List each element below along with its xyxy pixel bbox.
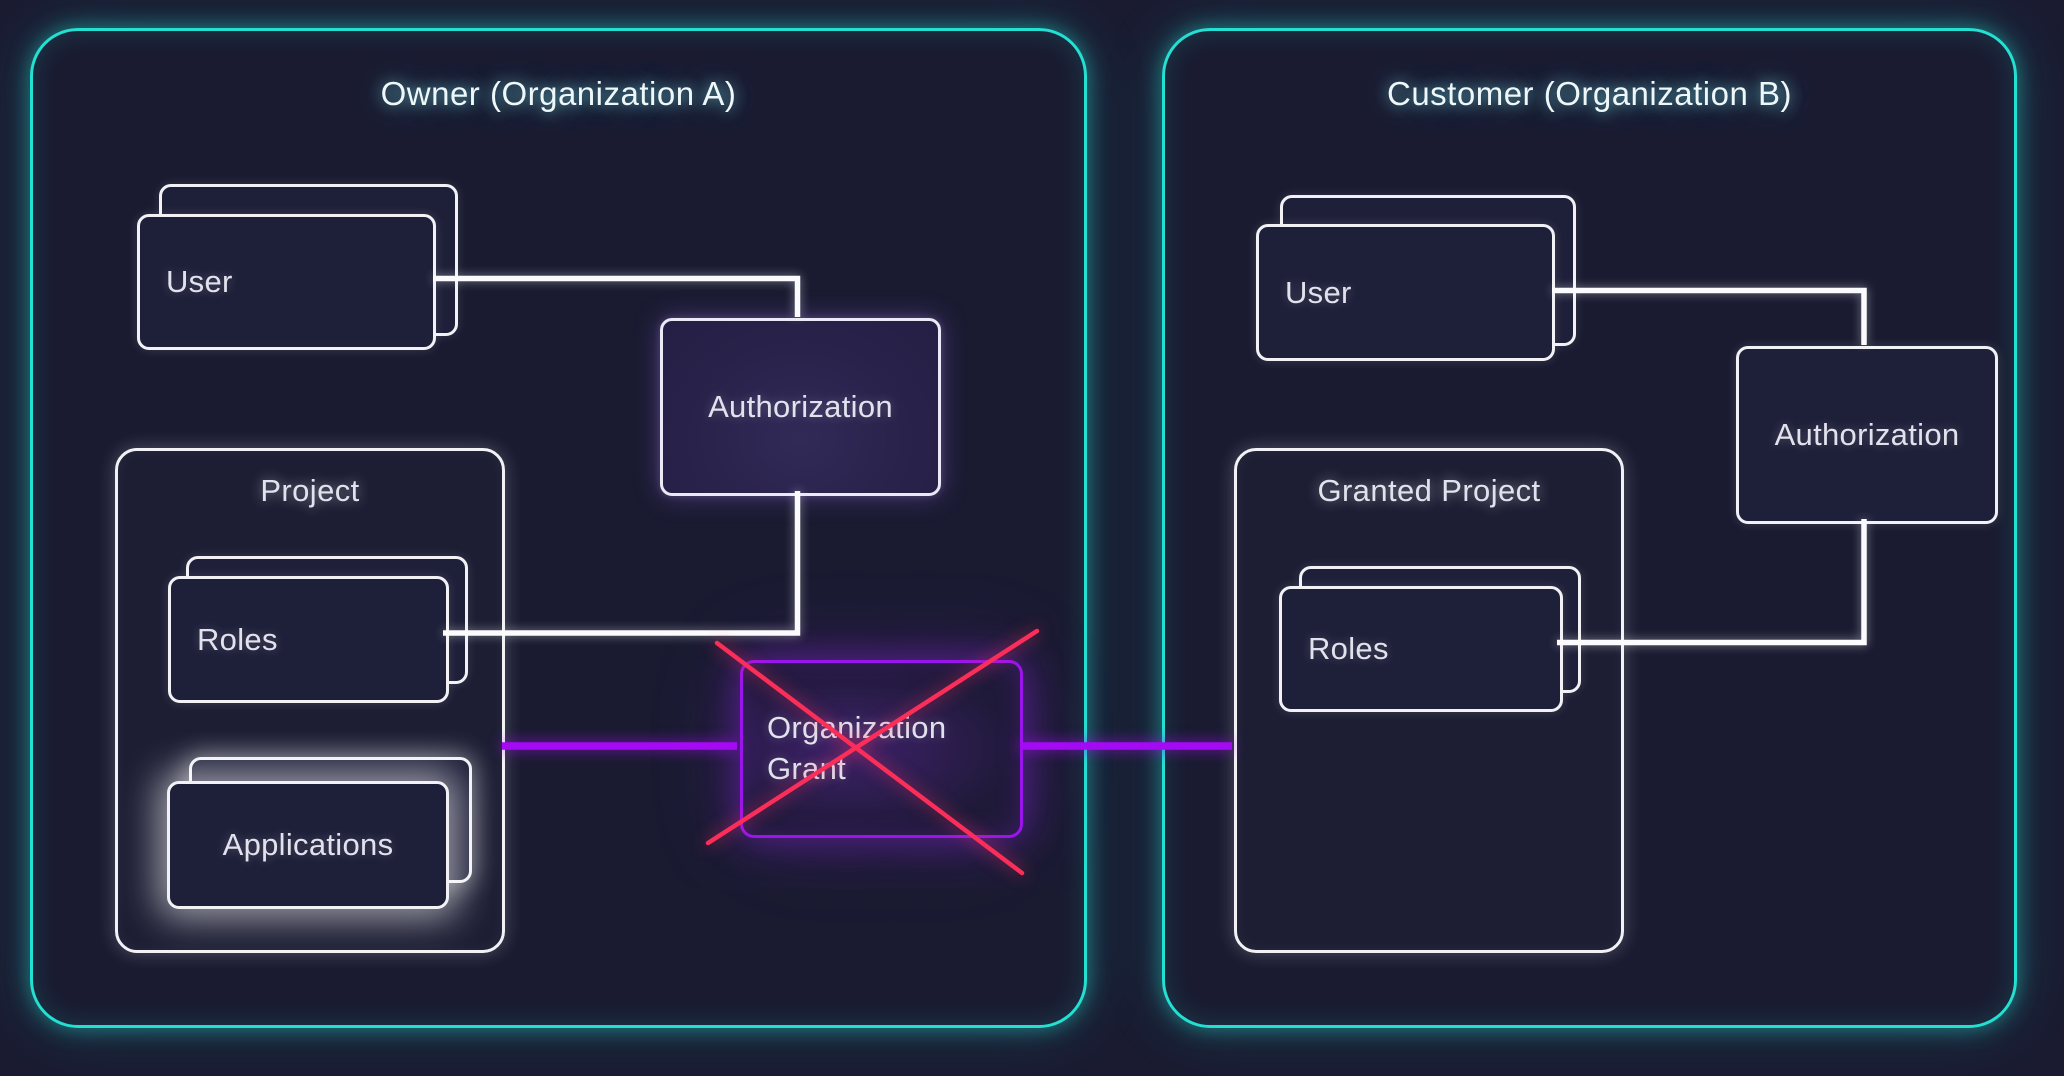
- owner-user-card: User: [137, 214, 436, 350]
- owner-authorization-label: Authorization: [708, 389, 893, 424]
- customer-authorization-label: Authorization: [1774, 417, 1960, 452]
- owner-roles-label: Roles: [197, 621, 278, 657]
- owner-project-title: Project: [260, 473, 360, 508]
- customer-roles-label: Roles: [1308, 631, 1389, 666]
- owner-applications-card: Applications: [167, 781, 449, 909]
- owner-project-container: Project Roles Applications: [115, 448, 505, 953]
- owner-panel-title: Owner (Organization A): [380, 75, 737, 112]
- organization-grant-label: Organization Grant: [767, 710, 947, 786]
- owner-authorization-box: Authorization: [660, 318, 941, 496]
- customer-user-card: User: [1256, 224, 1555, 361]
- owner-user-label: User: [166, 264, 233, 299]
- panel-customer-organization-b: Customer (Organization B) User Authoriza…: [1162, 28, 2017, 1028]
- customer-panel-title: Customer (Organization B): [1387, 75, 1792, 112]
- customer-roles-card: Roles: [1279, 586, 1563, 712]
- customer-granted-project-title: Granted Project: [1317, 473, 1541, 508]
- organization-grant-box: Organization Grant: [740, 660, 1023, 838]
- customer-authorization-box: Authorization: [1736, 346, 1998, 524]
- owner-applications-label: Applications: [222, 827, 394, 862]
- customer-granted-project-container: Granted Project Roles: [1234, 448, 1624, 953]
- owner-roles-card: Roles: [168, 576, 449, 703]
- panel-owner-organization-a: Owner (Organization A) User Authorizatio…: [30, 28, 1087, 1028]
- customer-user-label: User: [1285, 274, 1352, 310]
